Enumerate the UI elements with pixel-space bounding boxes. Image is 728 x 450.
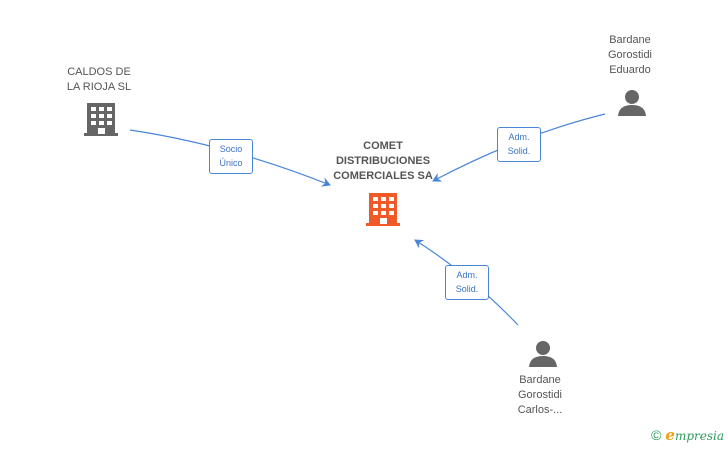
brand-name: empresia (665, 426, 724, 444)
caldos-line-1: CALDOS DE (67, 66, 131, 78)
edge-label-line-2: Solid. (455, 284, 479, 294)
edge-label-line-1: Adm. (456, 270, 478, 280)
building-icon[interactable] (366, 191, 400, 227)
building-icon[interactable] (84, 101, 118, 137)
brand-initial: e (665, 426, 675, 444)
carlos-label[interactable]: Bardane Gorostidi Carlos-... (500, 373, 580, 418)
center-line-2: DISTRIBUCIONES (335, 155, 431, 167)
edge-label-line-2: Único (219, 158, 243, 168)
carlos-line-2: Gorostidi (517, 389, 563, 401)
copyright-icon: © (651, 427, 662, 443)
edge-label-socio-unico[interactable]: Socio Único (209, 139, 253, 174)
center-company-label[interactable]: COMET DISTRIBUCIONES COMERCIALES SA (318, 139, 448, 184)
caldos-line-2: LA RIOJA SL (66, 81, 132, 93)
eduardo-line-3: Eduardo (609, 64, 651, 76)
carlos-line-1: Bardane (519, 374, 561, 386)
carlos-line-3: Carlos-... (517, 404, 563, 416)
edge-label-line-2: Solid. (507, 146, 531, 156)
center-line-3: COMERCIALES SA (333, 170, 433, 182)
eduardo-line-1: Bardane (609, 34, 651, 46)
center-line-1: COMET (363, 140, 403, 152)
person-icon[interactable] (528, 339, 558, 369)
eduardo-label[interactable]: Bardane Gorostidi Eduardo (590, 33, 670, 78)
empresia-brand[interactable]: © empresia (651, 426, 724, 444)
brand-rest: mpresia (674, 429, 724, 443)
eduardo-line-2: Gorostidi (607, 49, 653, 61)
edge-label-line-1: Adm. (508, 132, 530, 142)
person-icon[interactable] (617, 88, 647, 118)
edge-label-adm-solid-eduardo[interactable]: Adm. Solid. (497, 127, 541, 162)
caldos-label[interactable]: CALDOS DE LA RIOJA SL (49, 65, 149, 95)
edge-label-adm-solid-carlos[interactable]: Adm. Solid. (445, 265, 489, 300)
edge-label-line-1: Socio (219, 144, 243, 154)
